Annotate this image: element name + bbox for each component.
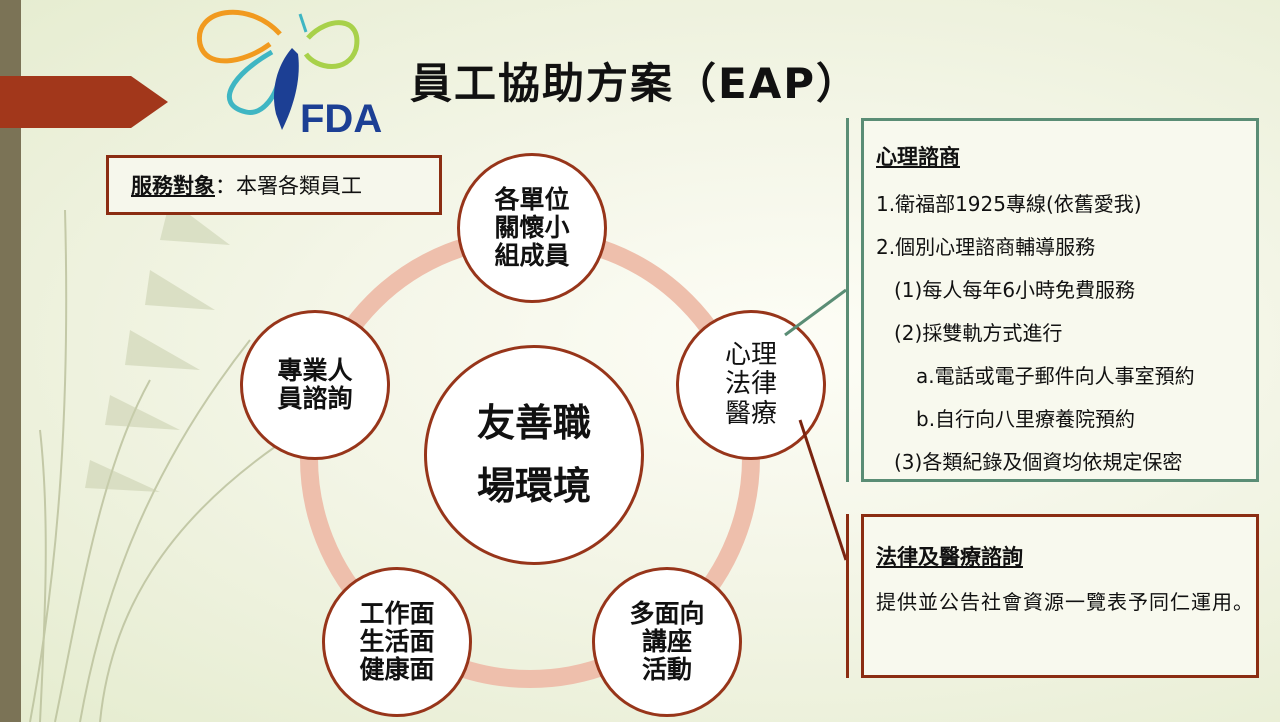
circle-lectures: 多面向 講座 活動 — [592, 567, 742, 717]
counseling-item: a.電話或電子郵件向人事室預約 — [916, 364, 1195, 388]
fda-logo: FDA — [196, 9, 382, 136]
svg-text:FDA: FDA — [300, 97, 382, 136]
left-accent-bar — [0, 0, 21, 722]
red-connector — [798, 419, 848, 561]
counseling-item: (3)各類紀錄及個資均依規定保密 — [894, 450, 1183, 474]
legal-medical-panel: 法律及醫療諮詢 提供並公告社會資源一覽表予同仁運用。 — [861, 514, 1259, 678]
counseling-item: 1.衛福部1925專線(依舊愛我) — [876, 192, 1142, 216]
legal-medical-text: 提供並公告社會資源一覽表予同仁運用。 — [876, 590, 1254, 614]
green-bracket — [846, 118, 849, 482]
circle-care-team: 各單位 關懷小 組成員 — [457, 153, 607, 303]
counseling-panel: 心理諮商 1.衛福部1925專線(依舊愛我) 2.個別心理諮商輔導服務 (1)每… — [861, 118, 1259, 482]
circle-friendly-workplace: 友善職 場環境 — [424, 345, 644, 565]
service-target-value: 本署各類員工 — [236, 174, 362, 198]
service-target-separator: ： — [215, 174, 236, 198]
circle-professional-consulting: 專業人 員諮詢 — [240, 310, 390, 460]
green-connector — [784, 288, 847, 337]
legal-medical-heading: 法律及醫療諮詢 — [876, 545, 1023, 569]
red-bracket — [846, 514, 849, 678]
counseling-item: (1)每人每年6小時免費服務 — [894, 278, 1136, 302]
title-arrow-tab — [0, 76, 168, 128]
page-title: 員工協助方案（EAP） — [410, 59, 860, 108]
service-target-box: 服務對象 ： 本署各類員工 — [106, 155, 442, 215]
counseling-item: 2.個別心理諮商輔導服務 — [876, 235, 1096, 259]
counseling-item: (2)採雙軌方式進行 — [894, 321, 1063, 345]
service-target-label: 服務對象 — [131, 174, 215, 198]
grass-decoration — [29, 200, 301, 722]
counseling-heading: 心理諮商 — [876, 145, 960, 169]
counseling-item: b.自行向八里療養院預約 — [916, 407, 1136, 431]
circle-work-life-health: 工作面 生活面 健康面 — [322, 567, 472, 717]
circle-psych-legal-medical: 心理 法律 醫療 — [676, 310, 826, 460]
